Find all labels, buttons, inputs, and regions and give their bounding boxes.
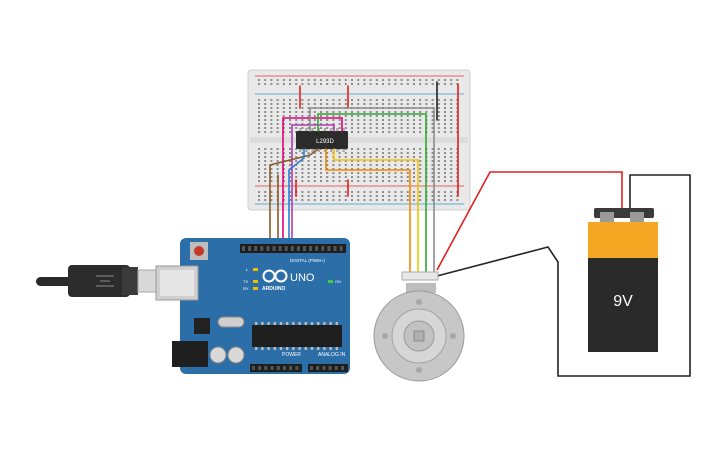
arduino-logo-icon — [262, 269, 288, 283]
usb-cable — [36, 265, 159, 297]
arduino-model-label: UNO — [290, 272, 315, 284]
analog-label: ANALOG IN — [318, 352, 346, 358]
bottom-header-pins — [252, 366, 344, 370]
battery-wires — [436, 171, 691, 377]
led-label-tx: TX — [243, 279, 248, 284]
wire-blue — [288, 148, 305, 249]
wire-brown-1 — [269, 148, 319, 249]
digital-header-pins — [242, 246, 343, 251]
wire-green — [317, 113, 427, 274]
breadboard-wires — [269, 81, 459, 274]
led-label-l: L — [246, 267, 249, 272]
digital-header-label: DIGITAL (PWM~) — [290, 258, 325, 263]
led-label-rx: RX — [243, 286, 249, 291]
breadboard — [247, 69, 471, 211]
on-label: ON — [335, 279, 341, 284]
power-label: POWER — [282, 352, 301, 358]
atmega-pins — [255, 322, 338, 350]
l293d-chip: L293D — [296, 128, 348, 152]
wire-orange — [325, 148, 411, 274]
wire-battery-black — [436, 174, 691, 377]
wire-purple — [291, 124, 335, 249]
stepper-motor — [373, 271, 465, 382]
battery-voltage-label: 9V — [613, 293, 633, 310]
chip-label: L293D — [316, 139, 334, 145]
wire-battery-red — [436, 171, 623, 271]
arduino-logo-text: ARDUINO — [262, 286, 285, 292]
wire-gray — [309, 107, 435, 274]
arduino-uno-board: L TX RX ON ARDUINO UNO DIGITAL (PWM~) PO… — [155, 238, 350, 374]
wire-yellow — [333, 148, 419, 274]
wire-pink — [282, 117, 343, 249]
battery-9v: 9V — [588, 208, 658, 352]
reset-button[interactable] — [194, 246, 204, 256]
